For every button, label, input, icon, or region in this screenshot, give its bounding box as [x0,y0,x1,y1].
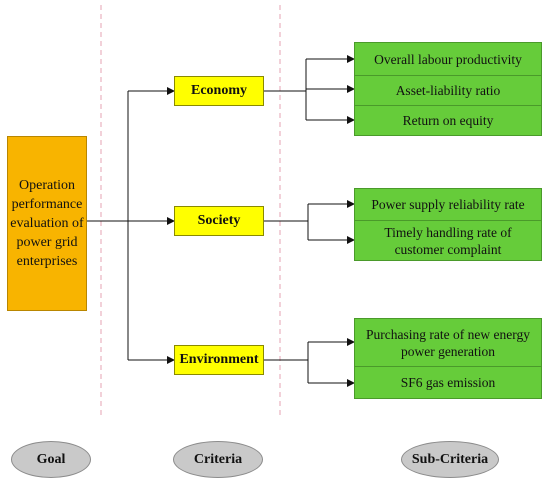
environment-connectors [264,338,355,387]
criteria-society-box: Society [174,206,264,236]
goal-text: Operation performance evaluation of powe… [10,178,84,269]
subcriteria-label: Overall labour productivity [374,51,522,67]
subcriteria-column-label: Sub-Criteria [401,441,499,478]
society-connectors [264,200,355,244]
criteria-environment-box: Environment [174,345,264,375]
subcriteria-label: Timely handling rate of customer complai… [384,224,512,257]
subcriteria-item: Timely handling rate of customer complai… [355,220,541,260]
criteria-economy-label: Economy [191,83,247,98]
subcriteria-label: Asset-liability ratio [395,83,501,98]
goal-connectors [87,87,175,364]
subcriteria-item: Purchasing rate of new energy power gene… [355,319,541,366]
criteria-column-label: Criteria [173,441,263,478]
economy-connectors [264,55,355,124]
subcriteria-item: Overall labour productivity [355,43,541,75]
environment-subcriteria-group: Purchasing rate of new energy power gene… [354,318,542,399]
economy-subcriteria-group: Overall labour productivity Asset-liabil… [354,42,542,136]
subcriteria-label: SF6 gas emission [400,375,496,390]
subcriteria-label: Power supply reliability rate [371,197,525,212]
subcriteria-label: Return on equity [402,113,494,128]
subcriteria-item: Power supply reliability rate [355,189,541,220]
criteria-society-label: Society [197,213,241,228]
subcriteria-column-text: Sub-Criteria [411,451,489,467]
criteria-environment-label: Environment [179,352,259,367]
goal-column-text: Goal [36,451,66,467]
subcriteria-item: Asset-liability ratio [355,75,541,105]
criteria-column-text: Criteria [193,451,243,467]
society-subcriteria-group: Power supply reliability rate Timely han… [354,188,542,261]
goal-column-label: Goal [11,441,91,478]
subcriteria-item: SF6 gas emission [355,366,541,398]
goal-box: Operation performance evaluation of powe… [7,136,87,311]
subcriteria-label: Purchasing rate of new energy power gene… [366,326,530,359]
criteria-economy-box: Economy [174,76,264,106]
subcriteria-item: Return on equity [355,105,541,135]
